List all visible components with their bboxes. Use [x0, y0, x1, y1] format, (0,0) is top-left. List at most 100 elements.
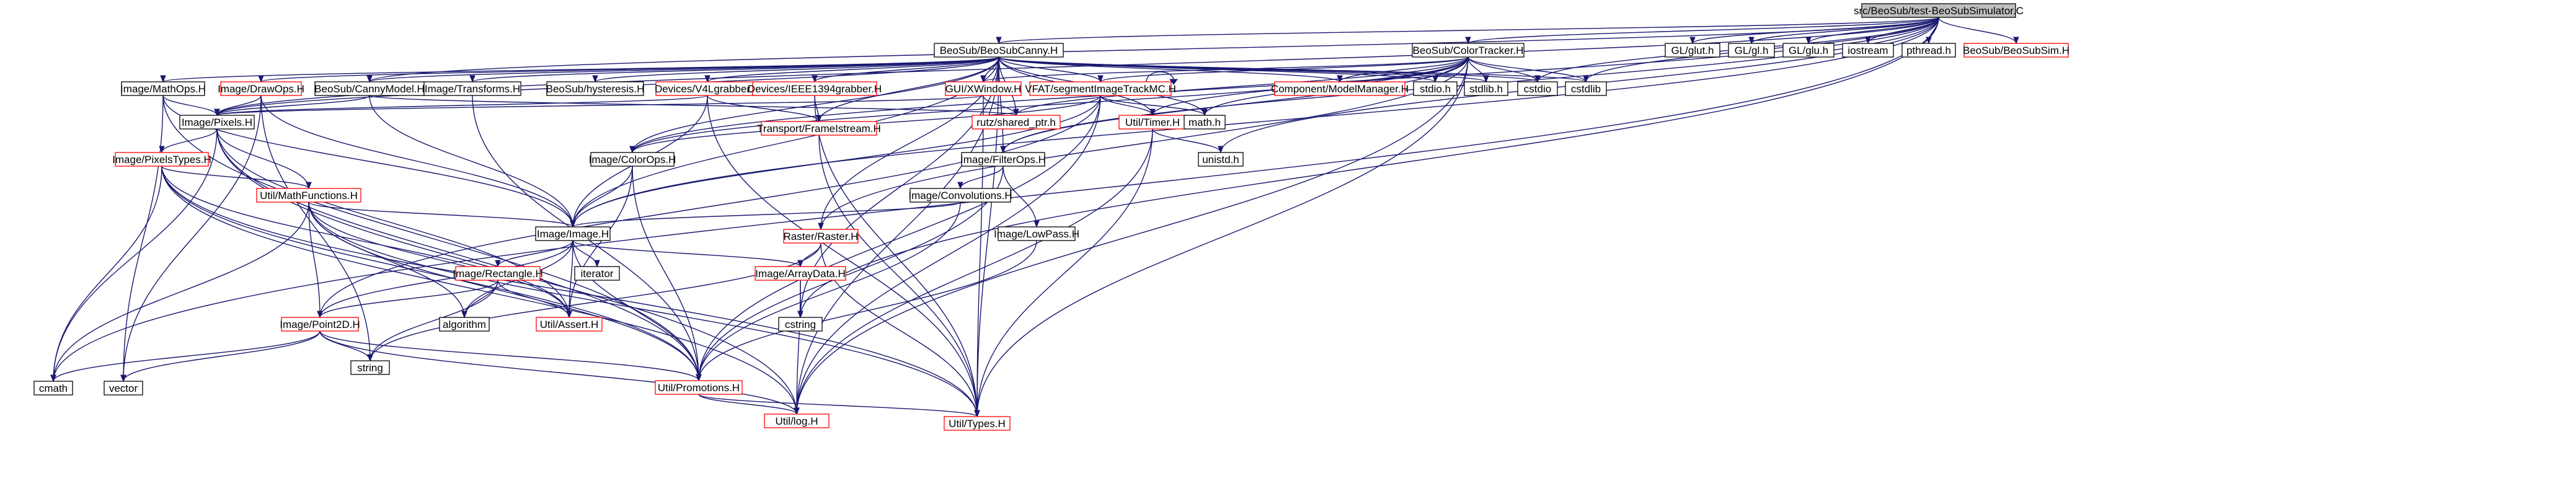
node-cmath: cmath: [33, 381, 73, 396]
node-gl: GL/gl.h: [1728, 43, 1775, 58]
node-label: Image/Point2D.H: [280, 319, 360, 330]
node-label: iostream: [1848, 45, 1888, 56]
node-algorithm: algorithm: [439, 317, 490, 332]
node-point2d[interactable]: Image/Point2D.H: [280, 317, 360, 332]
edge-pixels-to-cmath: [50, 128, 218, 382]
edge-mathfunc-to-promotions: [308, 201, 702, 382]
edge-timer-to-types: [974, 128, 1153, 418]
node-label: BeoSub/ColorTracker.H: [1413, 45, 1524, 56]
edge-canny-to-filterops: [998, 56, 1006, 154]
edge-colortracker-to-xwindow: [980, 56, 1469, 83]
node-label: Component/ModelManager.H: [1271, 83, 1409, 95]
node-label: Util/log.H: [776, 415, 818, 427]
node-label: cstdio: [1524, 83, 1551, 95]
edge-colortracker-to-stdlibh: [1467, 56, 1489, 83]
node-label: Image/LowPass.H: [994, 228, 1079, 240]
edge-image-to-rectangle: [495, 240, 573, 268]
node-label: Image/Rectangle.H: [453, 268, 543, 280]
node-arraydata[interactable]: Image/ArrayData.H: [755, 266, 846, 281]
edge-drawops-to-vector: [120, 95, 262, 382]
edge-canny-to-v4l: [704, 56, 999, 83]
edge-convolutions-to-image: [570, 201, 961, 228]
edge-point2d-to-vector: [120, 330, 321, 382]
edge-layer: [50, 17, 2019, 418]
edge-rectangle-to-algorithm: [461, 280, 498, 319]
node-label: Util/Timer.H: [1125, 117, 1180, 128]
edge-canny-to-cstdio: [998, 56, 1541, 83]
node-ieee[interactable]: Devices/IEEE1394grabber.H: [748, 81, 882, 96]
node-iostream: iostream: [1842, 43, 1894, 58]
node-cstdio: cstdio: [1517, 81, 1558, 96]
edge-point2d-to-string: [319, 330, 373, 362]
node-drawops[interactable]: Image/DrawOps.H: [218, 81, 304, 96]
node-colortracker: BeoSub/ColorTracker.H: [1412, 43, 1525, 58]
edge-point2d-to-promotions: [319, 330, 702, 382]
node-xwindow[interactable]: GUI/XWindow.H: [945, 81, 1022, 96]
edge-promotions-to-types: [698, 394, 980, 418]
node-raster[interactable]: Raster/Raster.H: [783, 229, 859, 244]
node-framestream[interactable]: Transport/FrameIstream.H: [757, 121, 881, 136]
edge-rectangle-to-assert: [497, 280, 572, 319]
node-label: GUI/XWindow.H: [945, 83, 1022, 95]
node-cstring: cstring: [778, 317, 823, 332]
node-canny: BeoSub/BeoSubCanny.H: [934, 43, 1064, 58]
node-rectangle[interactable]: Image/Rectangle.H: [453, 266, 543, 281]
edge-point2d-to-cmath: [50, 330, 321, 382]
edge-mathops-to-pixels: [162, 95, 220, 117]
node-convolutions: Image/Convolutions.H: [908, 188, 1012, 203]
edge-canny-to-transforms: [469, 56, 999, 83]
node-label: cstdlib: [1571, 83, 1601, 95]
edge-pixelstypes-to-assert: [161, 166, 572, 319]
node-string: string: [350, 360, 390, 375]
node-promotions[interactable]: Util/Promotions.H: [655, 380, 743, 395]
node-glu: GL/glu.h: [1782, 43, 1835, 58]
edge-image-to-iterator: [572, 240, 600, 268]
node-stdioh: stdio.h: [1413, 81, 1458, 96]
node-beosubsim[interactable]: BeoSub/BeoSubSim.H: [1963, 43, 2069, 58]
edge-vfat-to-timer: [1100, 95, 1156, 117]
edge-filterops-to-lowpass: [1003, 166, 1040, 228]
edge-vfat-to-vfat: [1146, 71, 1178, 85]
node-label: GL/glu.h: [1789, 45, 1828, 56]
node-label: BeoSub/BeoSubSim.H: [1963, 45, 2069, 56]
node-glut: GL/glut.h: [1665, 43, 1720, 58]
node-label: Transport/FrameIstream.H: [757, 123, 881, 135]
node-label: Image/Pixels.H: [182, 117, 252, 128]
edge-pixels-to-assert: [216, 128, 572, 319]
edge-pixelstypes-to-mathfunc: [161, 166, 312, 190]
node-sharedptr[interactable]: rutz/shared_ptr.h: [972, 115, 1061, 130]
node-label: BeoSub/BeoSubCanny.H: [940, 45, 1058, 56]
node-unistd: unistd.h: [1198, 152, 1244, 167]
node-label: Util/Promotions.H: [658, 382, 740, 394]
node-root: src/BeoSub/test-BeoSubSimulator.C: [1854, 3, 2024, 18]
node-filterops: Image/FilterOps.H: [960, 152, 1046, 167]
node-assert[interactable]: Util/Assert.H: [536, 317, 603, 332]
edge-root-to-pixels: [214, 17, 1939, 117]
node-v4l[interactable]: Devices/V4Lgrabber.H: [655, 81, 760, 96]
node-label: string: [357, 362, 383, 374]
edge-pixelstypes-to-log: [161, 166, 800, 415]
node-pthread: pthread.h: [1901, 43, 1956, 58]
node-timer[interactable]: Util/Timer.H: [1118, 115, 1187, 130]
edge-pixelstypes-to-types: [161, 166, 980, 418]
edge-mathops-to-vector: [120, 95, 164, 382]
edge-root-to-beosubsim: [1938, 17, 2019, 45]
node-label: cstring: [785, 319, 816, 330]
node-label: pthread.h: [1906, 45, 1951, 56]
edge-colorops-to-promotions: [632, 166, 702, 382]
node-pixelstypes[interactable]: Image/PixelsTypes.H: [112, 152, 211, 167]
node-log[interactable]: Util/log.H: [764, 413, 830, 428]
node-label: Devices/V4Lgrabber.H: [655, 83, 760, 95]
node-label: Image/Transforms.H: [425, 83, 520, 95]
node-compmgr[interactable]: Component/ModelManager.H: [1271, 81, 1409, 96]
node-label: Raster/Raster.H: [784, 231, 859, 242]
node-label: unistd.h: [1202, 154, 1239, 166]
node-label: VFAT/segmentImageTrackMC.H: [1025, 83, 1176, 95]
node-types[interactable]: Util/Types.H: [944, 416, 1011, 431]
node-colorops: Image/ColorOps.H: [589, 152, 676, 167]
node-mathfunc[interactable]: Util/MathFunctions.H: [256, 188, 361, 203]
node-hysteresis: BeoSub/hysteresis.H: [546, 81, 644, 96]
node-label: cmath: [39, 382, 68, 394]
node-vfat[interactable]: VFAT/segmentImageTrackMC.H: [1025, 81, 1176, 96]
